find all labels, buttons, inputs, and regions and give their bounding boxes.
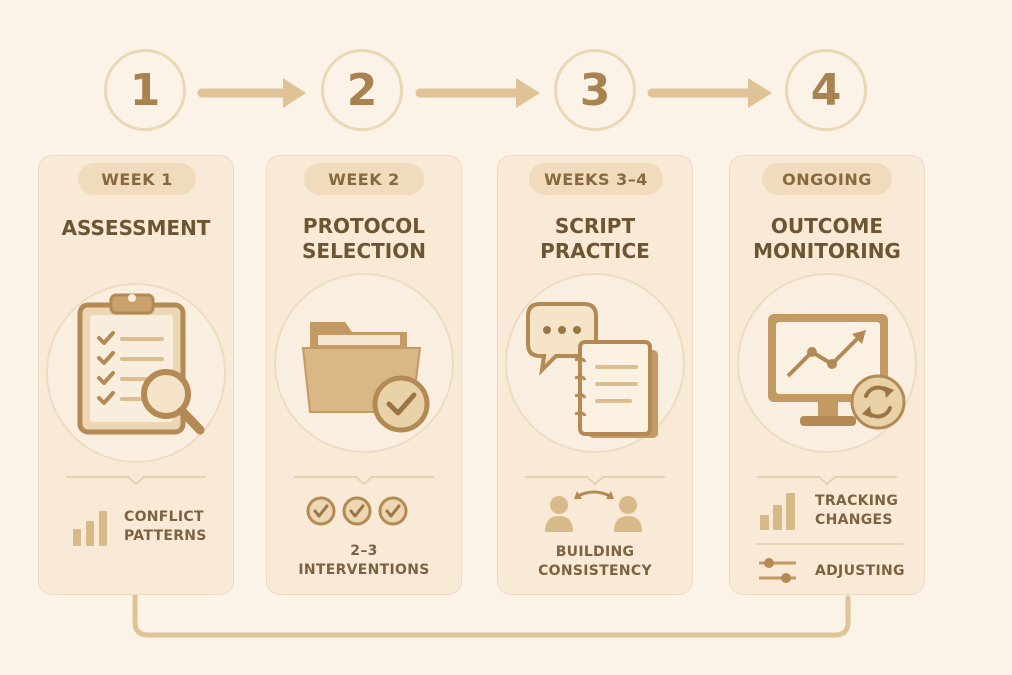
step-number-1: 1 [104, 49, 186, 131]
bar-chart-icon [73, 511, 107, 546]
step-number-2: 2 [321, 49, 403, 131]
period-badge-4: ONGOING [762, 163, 892, 195]
step-number-3: 3 [554, 49, 636, 131]
step-4-adjusting-label: ADJUSTING [815, 563, 905, 579]
step-title-1: ASSESSMENT [61, 216, 211, 240]
period-badge-2: WEEK 2 [304, 163, 424, 195]
refresh-icon [850, 374, 906, 430]
notebook-icon [574, 340, 658, 438]
monitor-chart-icon [768, 314, 888, 426]
step-number-4: 4 [785, 49, 867, 131]
loop-back-path [132, 587, 851, 638]
period-badge-3: WEEKS 3–4 [529, 163, 663, 195]
magnifier-icon [141, 369, 205, 435]
folder-check-icon [301, 322, 430, 433]
check-circle-icon [306, 496, 408, 526]
people-exchange-icon [545, 490, 642, 532]
period-badge-1: WEEK 1 [78, 163, 196, 195]
tracking-bar-chart-icon [760, 493, 795, 530]
